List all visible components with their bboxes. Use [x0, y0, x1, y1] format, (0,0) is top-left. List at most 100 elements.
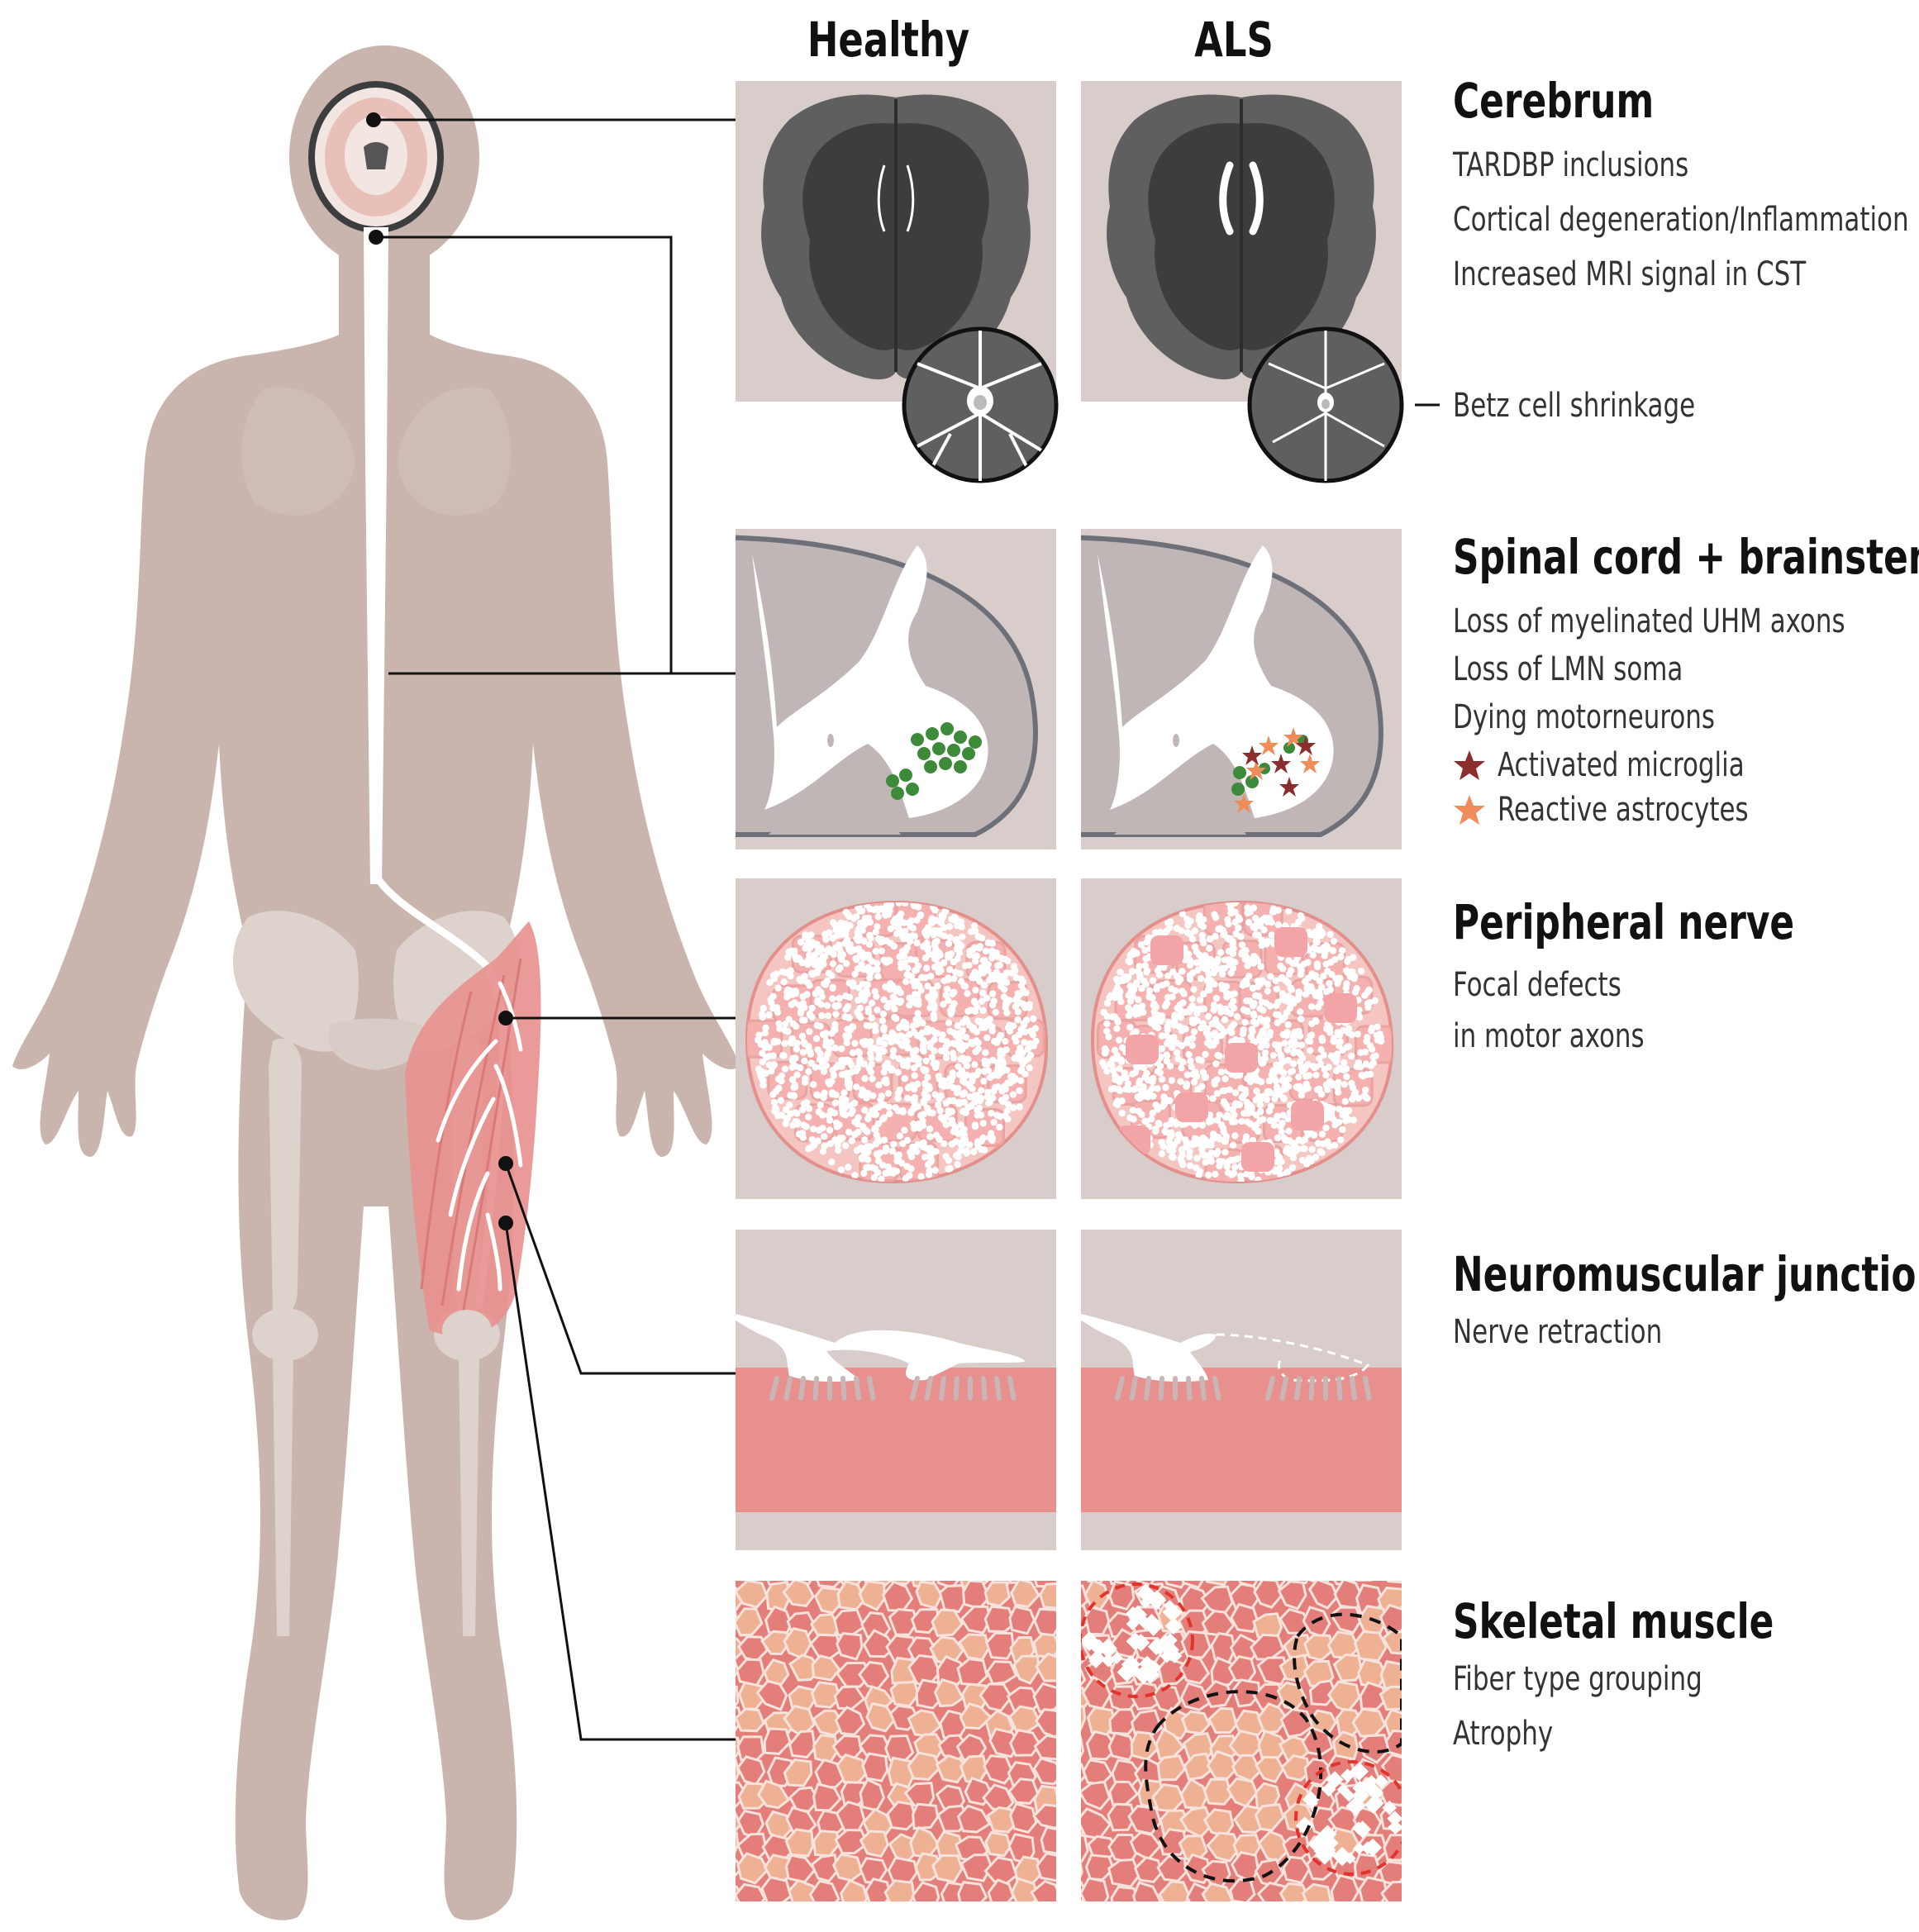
axon	[971, 922, 979, 930]
axon	[1171, 1018, 1179, 1025]
axon	[1188, 1063, 1195, 1071]
axon	[963, 1147, 970, 1154]
muscle-fiber	[736, 1610, 739, 1630]
axon	[1285, 907, 1293, 915]
callout-betz-text: Betz cell shrinkage	[1453, 387, 1696, 425]
axon	[827, 1039, 835, 1046]
axon	[1299, 1054, 1307, 1062]
muscle-fiber	[812, 1709, 846, 1737]
muscle-fiber	[1332, 1653, 1364, 1682]
axon	[855, 997, 862, 1004]
axon	[1192, 1068, 1199, 1076]
axon	[986, 1021, 994, 1030]
axon	[988, 954, 996, 962]
atrophic-fiber	[1382, 1800, 1398, 1815]
synaptic-fold	[783, 1376, 793, 1401]
axon	[1318, 1130, 1326, 1138]
axon	[1105, 1033, 1112, 1040]
axon	[1002, 1046, 1010, 1054]
axon	[1274, 1134, 1282, 1142]
axon	[950, 975, 958, 983]
axon	[997, 1031, 1005, 1040]
axon	[857, 1014, 864, 1021]
axon	[845, 1032, 853, 1040]
axon	[1203, 977, 1212, 984]
muscle-fiber	[1081, 1780, 1112, 1811]
axon	[874, 973, 882, 980]
axon	[1255, 931, 1262, 939]
axon	[1354, 1030, 1362, 1038]
axon	[1358, 967, 1365, 975]
axon	[1307, 930, 1315, 939]
axon	[812, 968, 820, 977]
axon	[1251, 924, 1259, 932]
item-grouping: Fiber type grouping	[1453, 1660, 1702, 1698]
axon	[923, 928, 931, 936]
synaptic-fold	[924, 1376, 933, 1401]
axon	[1197, 921, 1205, 929]
axon	[936, 1095, 943, 1103]
muscle-fiber	[808, 1879, 840, 1901]
muscle-fiber	[992, 1581, 1012, 1586]
axon	[1173, 925, 1181, 932]
axon	[1183, 1140, 1191, 1147]
axon	[983, 1034, 991, 1042]
axon	[959, 1027, 967, 1035]
muscle-fiber	[933, 1677, 965, 1708]
axon	[857, 1144, 864, 1152]
axon	[1279, 1059, 1286, 1066]
axon	[946, 966, 954, 973]
axon	[1322, 1071, 1330, 1079]
atrophic-fiber	[1318, 1825, 1337, 1844]
axon	[832, 1099, 840, 1106]
axon	[960, 1125, 968, 1133]
axon	[1224, 916, 1231, 924]
axon	[1179, 910, 1187, 918]
axon	[910, 1125, 918, 1132]
axon	[842, 930, 850, 938]
muscle-fiber	[1207, 1706, 1238, 1735]
axon	[769, 992, 777, 1001]
muscle-fiber	[911, 1881, 940, 1901]
axon	[983, 994, 991, 1002]
axon	[851, 1172, 859, 1179]
muscle-fiber	[840, 1878, 869, 1901]
axon	[1026, 1043, 1034, 1050]
axon	[1283, 1136, 1291, 1144]
muscle-fiber	[1282, 1855, 1312, 1884]
axon	[1188, 995, 1196, 1003]
axon	[805, 1068, 812, 1076]
atrophic-fiber	[1088, 1649, 1106, 1668]
axon	[914, 962, 922, 970]
muscle-fiber	[1303, 1634, 1336, 1662]
axon	[1196, 1168, 1204, 1175]
axon	[1265, 1077, 1274, 1085]
axon	[1244, 904, 1251, 911]
axon	[1317, 1046, 1325, 1054]
axon	[1282, 1078, 1289, 1086]
axon	[1369, 1045, 1376, 1054]
axon	[953, 916, 961, 924]
axon	[1274, 921, 1283, 929]
axon	[1160, 1098, 1169, 1106]
axon	[1284, 1168, 1292, 1176]
axon	[760, 1082, 767, 1089]
axon	[910, 1028, 918, 1036]
axon	[1280, 1095, 1288, 1103]
axon	[1113, 984, 1121, 992]
atrophic-fiber	[1143, 1613, 1160, 1631]
muscle-fiber	[1156, 1754, 1187, 1782]
axon	[1273, 1116, 1280, 1123]
muscle-fiber	[865, 1701, 897, 1733]
atrophic-fiber	[1336, 1783, 1350, 1796]
axon	[929, 986, 936, 994]
section-cerebrum: Cerebrum TARDBP inclusions Cortical dege…	[1453, 73, 1916, 291]
atrophic-fiber	[1326, 1771, 1344, 1789]
axon	[1137, 941, 1145, 949]
axon	[780, 978, 788, 986]
axon	[859, 1154, 866, 1161]
axon	[765, 1044, 773, 1051]
axon	[860, 1060, 868, 1068]
axon	[959, 1091, 967, 1098]
item-myelinated: Loss of myelinated UHM axons	[1453, 602, 1845, 640]
